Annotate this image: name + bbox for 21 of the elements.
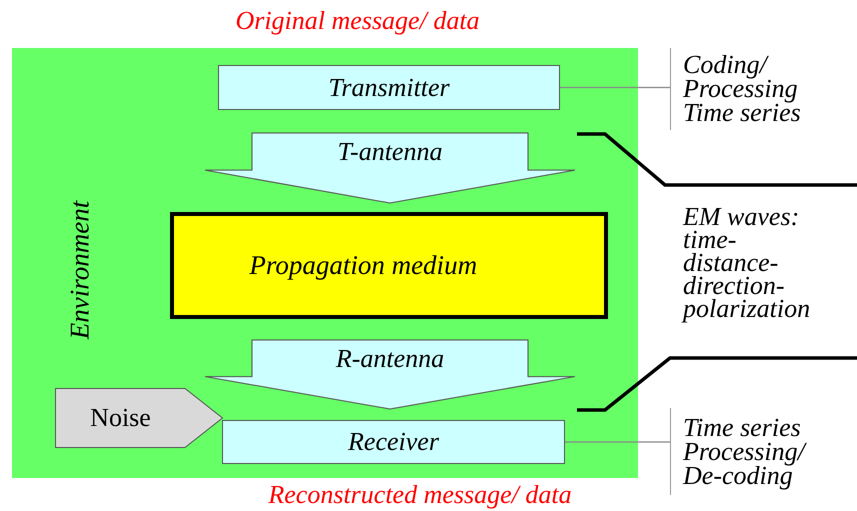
environment-label: Environment <box>64 200 96 340</box>
down-arrow-shape <box>205 340 575 409</box>
arrow-label: T-antenna <box>336 136 444 168</box>
note-text: Coding/ Processing Time series <box>683 53 802 125</box>
leader-line <box>560 86 670 88</box>
caption: Reconstructed message/ data <box>267 478 573 510</box>
note-text: Time series Processing/ De-coding <box>683 416 808 488</box>
environment-panel <box>12 48 638 478</box>
title: Original message/ data <box>234 5 481 37</box>
arrow-label: R-antenna <box>334 342 446 375</box>
noise-pentagon <box>55 388 223 448</box>
down-arrow-shape <box>205 133 575 203</box>
process-box <box>222 420 565 464</box>
process-box <box>218 65 560 110</box>
medium-box <box>170 212 608 319</box>
box-label: Propagation medium <box>248 249 478 282</box>
leader-line <box>565 441 670 443</box>
noise-label: Noise <box>89 402 152 434</box>
annotation-text: EM waves: time- distance- direction- polarization <box>683 205 812 320</box>
box-label: Receiver <box>346 426 440 458</box>
box-label: Transmitter <box>327 72 451 104</box>
